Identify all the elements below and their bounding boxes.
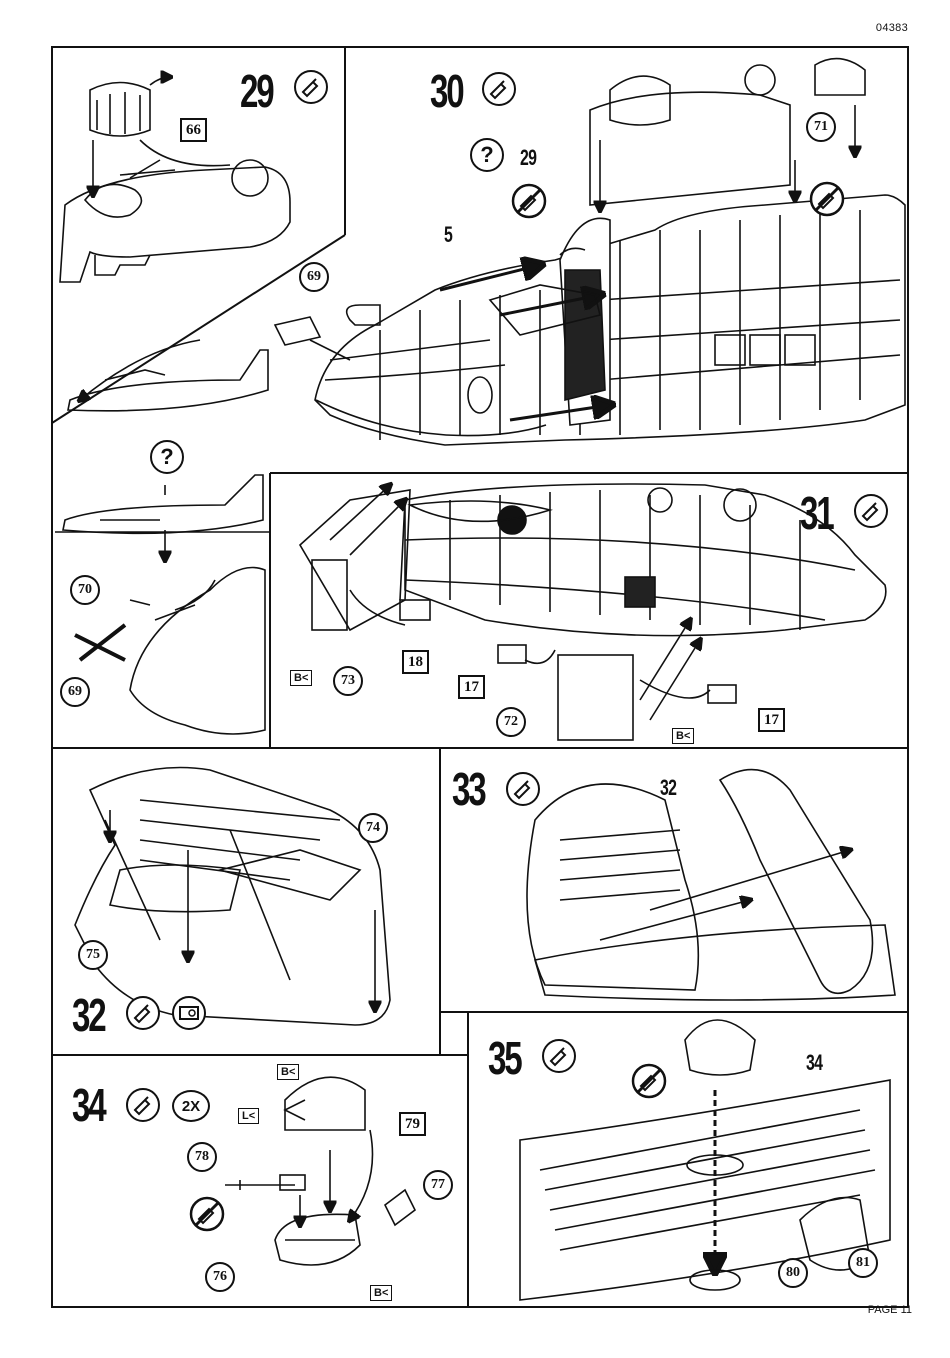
part-17-label: 17 <box>458 675 485 699</box>
glue-tube-icon <box>292 68 330 106</box>
part-78-callout: 78 <box>187 1142 217 1172</box>
part-79-label: 79 <box>399 1112 426 1136</box>
part-18-label: 18 <box>402 650 429 674</box>
part-34-label: 34 <box>806 1050 822 1076</box>
part-71-callout: 71 <box>806 112 836 142</box>
glue-tube-icon <box>852 492 890 530</box>
part-69-callout: 69 <box>60 677 90 707</box>
ref-b-marker: B< <box>277 1064 299 1080</box>
no-glue-icon <box>630 1062 668 1100</box>
glue-tube-icon <box>504 770 542 808</box>
part-66-label: 66 <box>180 118 207 142</box>
part-80-callout: 80 <box>778 1258 808 1288</box>
no-glue-icon <box>510 182 548 220</box>
part-69-callout: 69 <box>299 262 329 292</box>
part-73-callout: 73 <box>333 666 363 696</box>
glue-tube-icon <box>540 1037 578 1075</box>
ref-b-marker: B< <box>672 728 694 744</box>
step-33-number: 33 <box>452 766 485 812</box>
part-72-callout: 72 <box>496 707 526 737</box>
quantity-2x-badge: 2X <box>172 1090 210 1122</box>
part-32-label: 32 <box>660 775 676 801</box>
part-5-label: 5 <box>444 222 452 248</box>
ref-b-marker: B< <box>290 670 312 686</box>
step-29-number: 29 <box>240 68 273 114</box>
no-glue-icon <box>808 180 846 218</box>
part-77-callout: 77 <box>423 1170 453 1200</box>
question-mark-icon: ? <box>150 440 184 474</box>
step-32-number: 32 <box>72 992 105 1038</box>
step-35-number: 35 <box>488 1035 521 1081</box>
step-30-number: 30 <box>430 68 463 114</box>
ref-b-marker: B< <box>370 1285 392 1301</box>
part-74-callout: 74 <box>358 813 388 843</box>
part-75-callout: 75 <box>78 940 108 970</box>
part-70-callout: 70 <box>70 575 100 605</box>
part-81-callout: 81 <box>848 1248 878 1278</box>
step-31-number: 31 <box>800 490 833 536</box>
question-mark-icon: ? <box>470 138 504 172</box>
part-29-label: 29 <box>520 145 536 171</box>
ref-l-marker: L< <box>238 1108 259 1124</box>
glue-tube-icon <box>124 1086 162 1124</box>
step-34-number: 34 <box>72 1082 105 1128</box>
paint-can-icon <box>170 994 208 1032</box>
part-76-callout: 76 <box>205 1262 235 1292</box>
no-glue-icon <box>188 1195 226 1233</box>
glue-tube-icon <box>480 70 518 108</box>
glue-tube-icon <box>124 994 162 1032</box>
part-17-label: 17 <box>758 708 785 732</box>
